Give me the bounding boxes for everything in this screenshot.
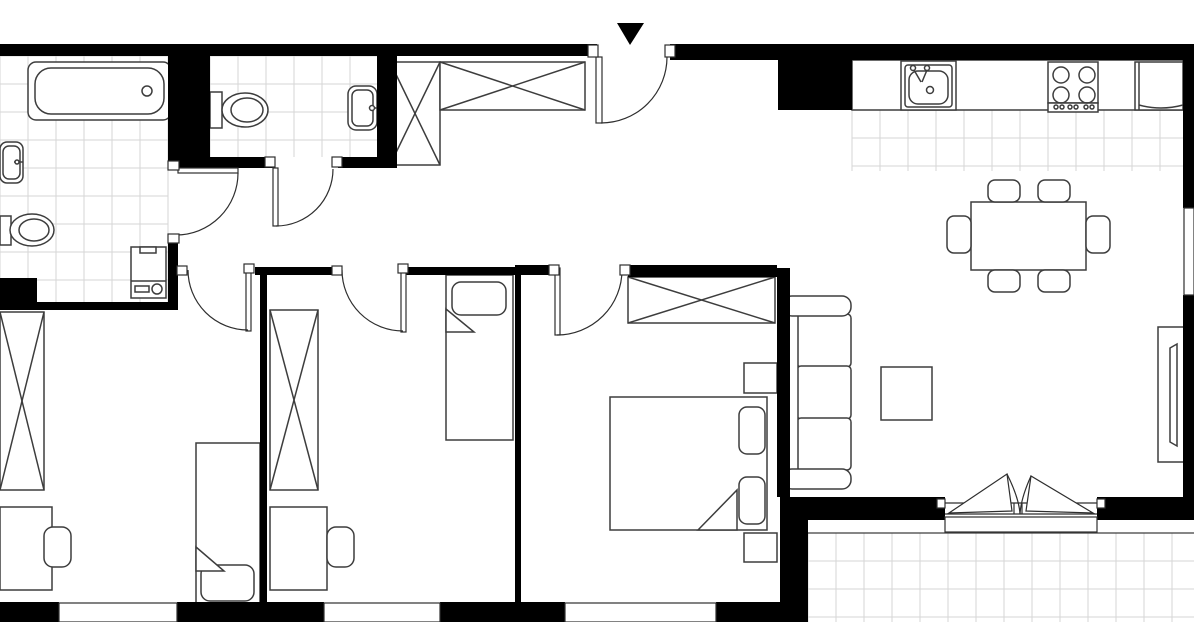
wall-master-top-left-stub (515, 265, 552, 275)
bedroom1-wardrobe (0, 311, 45, 491)
dining-chair-5 (987, 269, 1021, 293)
bedroom1-window (58, 602, 178, 622)
dining-chair-1 (987, 179, 1021, 203)
wall-wc-bottom-right (338, 157, 397, 168)
tv-unit (1157, 326, 1185, 463)
wall-bathroom-right-upper (168, 56, 193, 170)
bedroom2-door (331, 263, 409, 333)
bedroom1-bed (195, 442, 261, 609)
coffee-table (880, 366, 933, 421)
wall-bottom-1 (0, 602, 59, 622)
wall-living-bottom-left (790, 497, 945, 520)
master-bed (609, 396, 768, 531)
stove (1047, 61, 1099, 113)
wall-bathroom-bottom (0, 302, 178, 310)
wall-bottom-2 (177, 602, 324, 622)
washing-machine (130, 246, 167, 299)
kitchen-sink (900, 60, 957, 111)
bedroom2-wardrobe (269, 309, 319, 491)
bedroom2-bed (445, 274, 514, 441)
wall-bedroom2-top-right (406, 267, 515, 275)
wall-master-living (777, 268, 790, 497)
wc-toilet (209, 91, 269, 129)
balcony-french-door (936, 472, 1106, 533)
closet-wardrobe-wide (439, 61, 586, 111)
bedroom2-desk (269, 506, 328, 591)
bedroom1-door (176, 263, 255, 332)
master-bedroom-window (564, 602, 717, 622)
wc-door (264, 156, 343, 227)
wc-sink (347, 85, 378, 131)
dining-chair-2 (1037, 179, 1071, 203)
wall-top-right (670, 44, 1194, 60)
bathroom-door (167, 160, 239, 244)
doors-layer (167, 44, 1106, 533)
wall-wc-left (193, 56, 210, 157)
entrance-arrow-icon (617, 23, 644, 45)
wall-kitchen-shaft-block (778, 60, 852, 110)
bedroom2-chair (326, 526, 355, 568)
master-wardrobe (627, 276, 776, 324)
dining-chair-3 (946, 215, 972, 254)
walls-layer (0, 44, 1194, 622)
bathtub (27, 61, 172, 121)
entry-door (587, 44, 676, 124)
closet-wardrobe-tall (389, 61, 441, 166)
dining-chair-4 (1085, 215, 1111, 254)
wall-master-top (628, 265, 777, 277)
wall-bathroom-right-lower (168, 240, 178, 302)
dining-chair-6 (1037, 269, 1071, 293)
wall-right-upper (1183, 44, 1194, 208)
wall-bathroom-corner-block (0, 278, 37, 302)
fridge (1134, 61, 1184, 111)
windows-layer (58, 207, 1194, 622)
bathroom-sink (0, 141, 24, 184)
wall-wc-bottom-left (193, 157, 274, 168)
wall-right-lower (1183, 295, 1194, 520)
wall-balcony-left (780, 497, 808, 622)
living-room-window (1183, 207, 1194, 296)
nightstand-top (743, 362, 778, 394)
master-bedroom-door (548, 264, 631, 336)
bedroom2-window (323, 602, 441, 622)
bathroom-toilet (0, 213, 55, 247)
wall-top-left (0, 44, 597, 56)
wall-bedroom2-top-left (255, 267, 333, 275)
wall-bottom-4 (716, 602, 788, 622)
wall-bottom-3 (440, 602, 565, 622)
wall-living-bottom-right (1097, 497, 1194, 520)
wall-wc-right (377, 56, 397, 157)
sofa (782, 295, 852, 490)
dining-table (970, 201, 1087, 271)
wall-bedroom1-bedroom2 (260, 268, 267, 602)
bedroom1-chair (43, 526, 72, 568)
wall-bedroom2-master (515, 265, 521, 602)
nightstand-bottom (743, 532, 778, 563)
